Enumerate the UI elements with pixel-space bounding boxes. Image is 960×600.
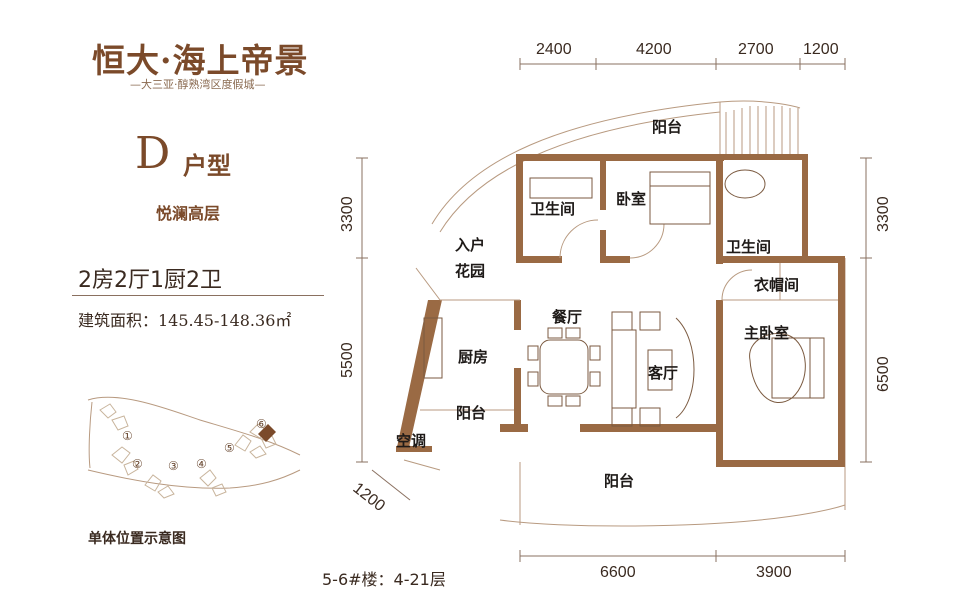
- dim-top-4: 1200: [803, 41, 839, 58]
- dimension-labels: 2400 4200 2700 1200 3300 5500 3300 6500 …: [339, 41, 892, 581]
- room-closet: 衣帽间: [754, 276, 799, 294]
- brand-tagline: —大三亚·醇熟湾区度假城—: [130, 78, 266, 91]
- unit-type: 户型: [183, 152, 231, 180]
- room-balcony-kitchen: 阳台: [456, 404, 486, 422]
- dimension-lines: [356, 58, 872, 562]
- furniture: [423, 169, 825, 427]
- room-master-bedroom: 主卧室: [744, 324, 789, 342]
- unit-letter: D: [135, 128, 171, 179]
- dim-bottom-right: 3900: [756, 564, 792, 581]
- dim-bottom-left: 6600: [600, 564, 636, 581]
- unit-series: 悦澜高层: [156, 204, 221, 223]
- divider: [72, 295, 324, 296]
- room-ac: 空调: [396, 432, 426, 450]
- room-kitchen: 厨房: [458, 348, 488, 366]
- site-marker-4: ④: [196, 457, 207, 471]
- room-entry-garden-2: 花园: [455, 262, 485, 280]
- dim-left-upper: 3300: [339, 196, 356, 232]
- brand-title: 恒大·海上帝景: [92, 41, 309, 80]
- room-entry-garden-1: 入户: [455, 236, 485, 254]
- room-bath-1: 卫生间: [530, 200, 575, 218]
- dim-right-upper: 3300: [875, 196, 892, 232]
- walls: [396, 154, 845, 467]
- room-balcony-top: 阳台: [652, 118, 682, 136]
- site-markers: ① ② ③ ④ ⑤ ⑥: [122, 417, 267, 473]
- site-marker-3: ③: [168, 459, 179, 473]
- dim-top-2: 4200: [636, 41, 672, 58]
- floors-label: 5-6#楼：4-21层: [322, 570, 446, 589]
- site-marker-1: ①: [122, 429, 133, 443]
- room-balcony-bottom: 阳台: [604, 472, 634, 490]
- unit-layout: 2房2厅1厨2卫: [78, 268, 222, 293]
- room-bedroom: 卧室: [616, 190, 646, 208]
- room-bath-2: 卫生间: [726, 238, 771, 256]
- room-labels: 阳台 卫生间 卧室 卫生间 入户 花园 衣帽间 餐厅 主卧室 厨房 客厅 阳台 …: [396, 118, 799, 490]
- room-dining: 餐厅: [552, 308, 582, 326]
- dim-top-1: 2400: [536, 41, 572, 58]
- unit-area: 建筑面积：145.45-148.36㎡: [78, 311, 292, 330]
- site-plan-sketch: [87, 396, 301, 499]
- site-marker-5: ⑤: [224, 441, 235, 455]
- site-plan-label: 单体位置示意图: [88, 531, 186, 547]
- site-marker-2: ②: [132, 457, 143, 471]
- dim-angled: 1200: [350, 480, 389, 515]
- dim-right-lower: 6500: [875, 356, 892, 392]
- interior-lines: [403, 219, 838, 471]
- dim-top-3: 2700: [738, 41, 774, 58]
- site-marker-6: ⑥: [256, 417, 267, 431]
- dim-left-lower: 5500: [339, 342, 356, 378]
- railing-hatch: [725, 106, 799, 156]
- room-living: 客厅: [647, 364, 678, 382]
